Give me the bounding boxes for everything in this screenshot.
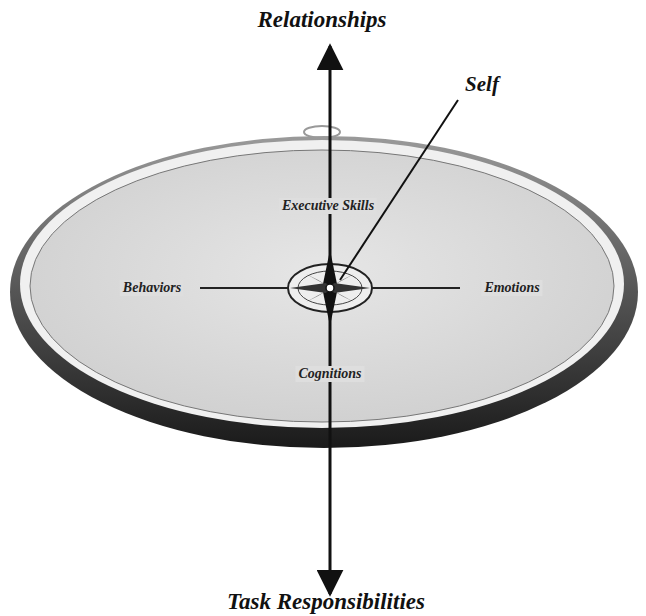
compass-face <box>30 150 614 422</box>
face-label: Behaviors <box>120 280 184 296</box>
callout-label: Self <box>465 72 499 97</box>
axis-label: Task Responsibilities <box>227 589 425 615</box>
face-label: Executive Skills <box>279 198 377 214</box>
face-label: Cognitions <box>295 366 364 382</box>
face-label: Emotions <box>481 280 542 296</box>
axis-label: Relationships <box>257 7 386 33</box>
compass-rim <box>10 136 638 448</box>
compass-rose <box>288 250 372 326</box>
axis-arrow <box>329 290 332 594</box>
leader-line <box>340 100 458 280</box>
compass-bezel <box>20 140 624 428</box>
